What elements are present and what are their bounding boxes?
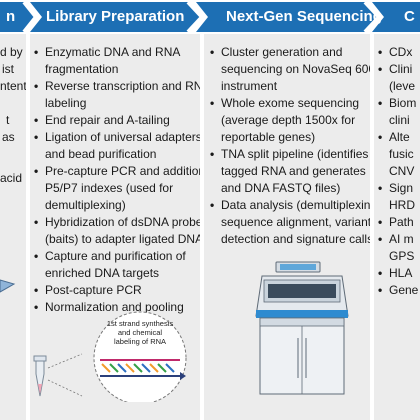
results-text-11: AI m <box>389 232 414 246</box>
results-text-13: HLA <box>389 266 413 280</box>
callout-line-2: and chemical <box>118 328 163 337</box>
bullet-icon: • <box>378 45 383 59</box>
bullet-icon: • <box>378 62 383 76</box>
results-text-5: Alte <box>389 130 410 144</box>
results-text-3: Biom <box>389 96 417 110</box>
library-step-line-13: enriched DNA targets <box>45 266 160 280</box>
bullet-icon: • <box>378 215 383 229</box>
workflow-banner: n Library Preparation Next-Gen Sequencin… <box>0 0 420 34</box>
library-step-line-11: (baits) to adapter ligated DNA <box>45 232 200 246</box>
col0-text-5: acid <box>0 171 23 185</box>
col0-text-4: as <box>2 130 15 144</box>
rna-strand-icon <box>100 359 186 380</box>
column-library-preparation: Enzymatic DNA and RNAfragmentationRevers… <box>30 34 200 420</box>
results-line-9: HRD <box>389 198 415 212</box>
library-step-line-1: fragmentation <box>45 62 119 76</box>
col0-text-3: t <box>6 113 10 127</box>
sequencing-step-line-1: sequencing on NovaSeq 6000 <box>221 62 370 76</box>
results-line-12: GPS <box>389 249 415 263</box>
sequencing-step-line-3: Whole exome sequencing <box>210 95 370 112</box>
results-line-6: fusic <box>389 147 414 161</box>
sequencing-step-line-7: tagged RNA and generates RNA <box>221 164 370 178</box>
banner-arrow-0 <box>0 2 36 32</box>
library-step-line-8: P5/P7 indexes (used for <box>45 181 174 195</box>
bullet-icon: • <box>378 130 383 144</box>
stage-title-3: C <box>404 8 415 25</box>
results-line-11: • AI m <box>378 231 418 248</box>
results-line-1: • Clini <box>378 61 418 78</box>
callout-line-1: 1st strand synthesis <box>107 319 174 328</box>
col0-text-0: d by <box>0 45 23 59</box>
bullet-icon: • <box>378 283 383 297</box>
results-line-13: • HLA <box>378 265 418 282</box>
callout-line-3: labeling of RNA <box>114 337 166 346</box>
col0-text-2: ntent <box>0 79 26 93</box>
results-text-14: Gene <box>389 283 419 297</box>
results-line-5: • Alte <box>378 129 418 146</box>
library-step-line-2: Reverse transcription and RNA <box>34 78 200 95</box>
banner-arrow-3 <box>372 2 420 32</box>
results-line-3: • Biom <box>378 95 418 112</box>
stage-title-sequencing: Next-Gen Sequencing <box>226 8 382 25</box>
results-line-7: CNV <box>389 164 415 178</box>
sample-slide-icon <box>0 279 16 293</box>
sequencing-step-line-11: detection and signature calls) <box>221 232 370 246</box>
bullet-icon: • <box>378 96 383 110</box>
results-line-2: (leve <box>389 79 416 93</box>
bullet-icon: • <box>378 181 383 195</box>
rna-labeling-illustration: 1st strand synthesis and chemical labeli… <box>33 311 187 402</box>
library-step-line-15: Normalization and pooling <box>34 299 200 316</box>
library-step-line-10: Hybridization of dsDNA probes <box>34 214 200 231</box>
sequencing-step-line-5: reportable genes) <box>221 130 316 144</box>
library-step-line-6: and bead purification <box>45 147 157 161</box>
library-step-line-7: Pre-capture PCR and addition of <box>34 163 200 180</box>
library-step-line-3: labeling <box>45 96 87 110</box>
results-line-0: • CDx <box>378 44 418 61</box>
library-step-line-0: Enzymatic DNA and RNA <box>34 44 200 61</box>
stage-title-library: Library Preparation <box>46 8 185 25</box>
sequencing-step-line-0: Cluster generation and <box>210 44 370 61</box>
sequencing-step-line-8: and DNA FASTQ files) <box>221 181 341 195</box>
sequencing-step-line-4: (average depth 1500x for <box>221 113 356 127</box>
library-step-line-14: Post-capture PCR <box>34 282 200 299</box>
bullet-icon: • <box>378 266 383 280</box>
bullet-icon: • <box>378 232 383 246</box>
sequencer-instrument-icon <box>255 261 349 395</box>
library-step-line-9: demultiplexing) <box>45 198 126 212</box>
results-text-8: Sign <box>389 181 414 195</box>
banner-arrow-2 <box>196 2 379 32</box>
banner-arrow-1 <box>30 2 202 32</box>
library-step-line-12: Capture and purification of <box>34 248 200 265</box>
results-line-14: • Gene <box>378 282 418 299</box>
results-text-1: Clini <box>389 62 413 76</box>
banner-arrows <box>0 0 420 34</box>
results-text-10: Path <box>389 215 414 229</box>
sequencing-step-line-2: instrument <box>221 79 278 93</box>
library-step-line-5: Ligation of universal adapters <box>34 129 200 146</box>
sequencing-step-line-10: sequence alignment, variant <box>221 215 370 229</box>
tube-icon <box>33 355 47 397</box>
library-steps-list: Enzymatic DNA and RNAfragmentationRevers… <box>34 44 200 316</box>
results-text-0: CDx <box>389 45 413 59</box>
results-line-10: • Path <box>378 214 418 231</box>
results-line-8: • Sign <box>378 180 418 197</box>
sequencing-step-line-9: Data analysis (demultiplexing, <box>210 197 370 214</box>
column-sample: d by ist ntent t as acid <box>0 34 26 420</box>
results-line-4: clini <box>389 113 410 127</box>
col0-text-1: ist <box>2 62 14 76</box>
stage-title-0: n <box>6 8 16 25</box>
sequencing-step-line-6: TNA split pipeline (identifies <box>210 146 370 163</box>
library-step-line-4: End repair and A-tailing <box>34 112 200 129</box>
